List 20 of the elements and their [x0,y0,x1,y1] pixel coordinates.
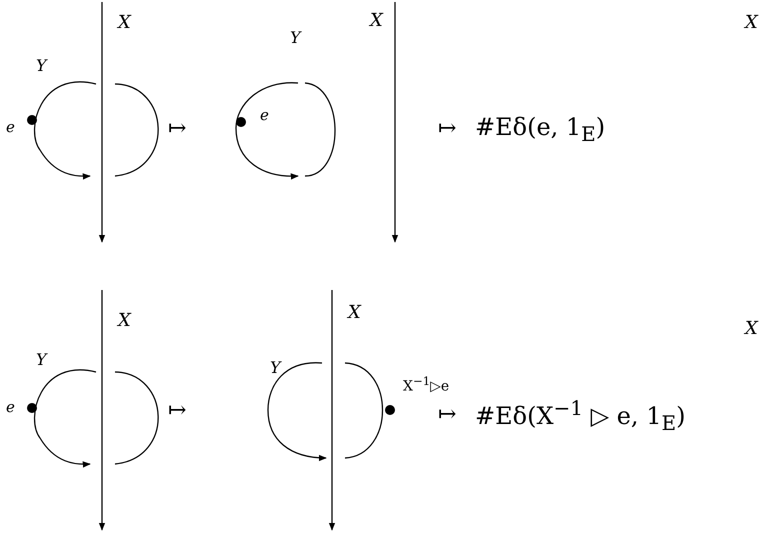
maps-to-symbol: ↦ [168,118,186,140]
variable-label: e [6,120,15,135]
variable-label: Y [270,360,281,376]
variable-label: X [118,312,131,330]
formula: #Eδ(X$^{−1}$ ▷ e, 1$_{E}$) [475,398,686,433]
formula: #Eδ(e, 1$_{E}$) [475,115,606,144]
variable-label: X [348,304,361,322]
variable-label: e [260,108,269,123]
variable-label: e [6,400,15,415]
variable-label: X [118,14,131,32]
maps-to-symbol: ↦ [438,404,456,426]
maps-to-symbol: ↦ [438,118,456,140]
variable-label: Y [290,30,301,46]
variable-label: X [370,12,383,30]
variable-label: Y [36,58,47,74]
maps-to-symbol: ↦ [168,400,186,422]
variable-label: X [745,320,758,338]
formula: X$^{−1}$▷e [403,376,450,394]
variable-label: Y [36,352,47,368]
variable-label: X [745,14,758,32]
